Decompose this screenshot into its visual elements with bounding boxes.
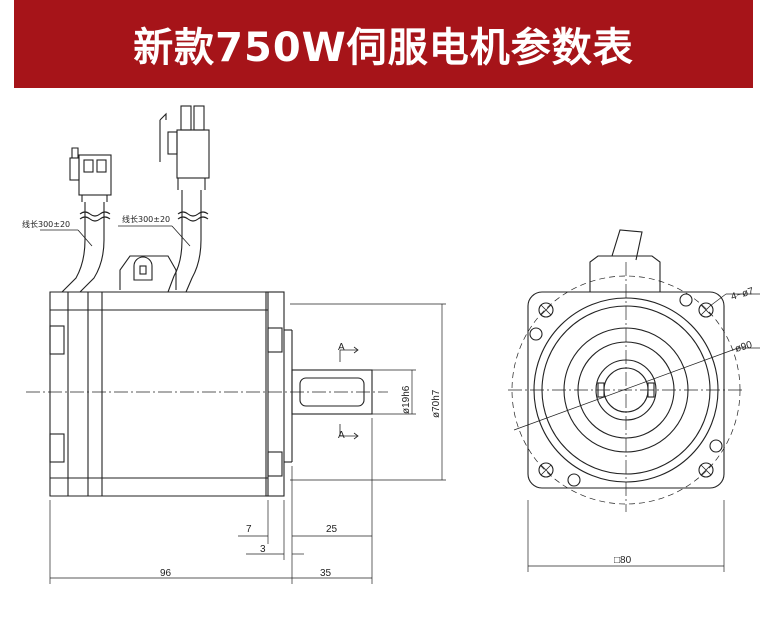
cable-gland (119, 255, 177, 290)
side-view: 线长300±20 线长300±20 (22, 105, 446, 584)
dim-7: 7 (246, 524, 252, 535)
dim-3: 3 (260, 544, 266, 555)
section-label-bottom: A (338, 430, 345, 441)
mounting-holes (538, 302, 714, 478)
front-view: 4−ø7 ø90 □80 (508, 229, 760, 572)
shaft-diameter-label: ø19h6 (401, 385, 412, 414)
leader-lines (513, 293, 760, 572)
screw-bosses (529, 293, 723, 487)
dim-35: 35 (320, 568, 332, 579)
motor-body (49, 291, 373, 497)
dim-96: 96 (160, 568, 172, 579)
connector-right (159, 105, 210, 190)
section-markers (339, 346, 359, 440)
diameter-dimensions (290, 303, 446, 481)
cable-length-label-left: 线长300±20 (22, 219, 70, 229)
square-size-label: □80 (614, 555, 632, 566)
cable-length-label-right: 线长300±20 (122, 214, 170, 224)
front-cable-gland (589, 255, 661, 292)
title-banner: 新款750W伺服电机参数表 (14, 0, 753, 88)
section-label-top: A (338, 342, 345, 353)
length-dimensions (49, 418, 373, 584)
dim-25: 25 (326, 524, 338, 535)
page-title: 新款750W伺服电机参数表 (133, 25, 634, 71)
flange-diameter-label: ø70h7 (431, 389, 442, 418)
cable-lines (40, 190, 209, 293)
front-cable (611, 229, 643, 261)
holes-label: 4−ø7 (730, 286, 756, 303)
pcd-label: ø90 (734, 339, 754, 354)
connector-left (69, 147, 112, 202)
